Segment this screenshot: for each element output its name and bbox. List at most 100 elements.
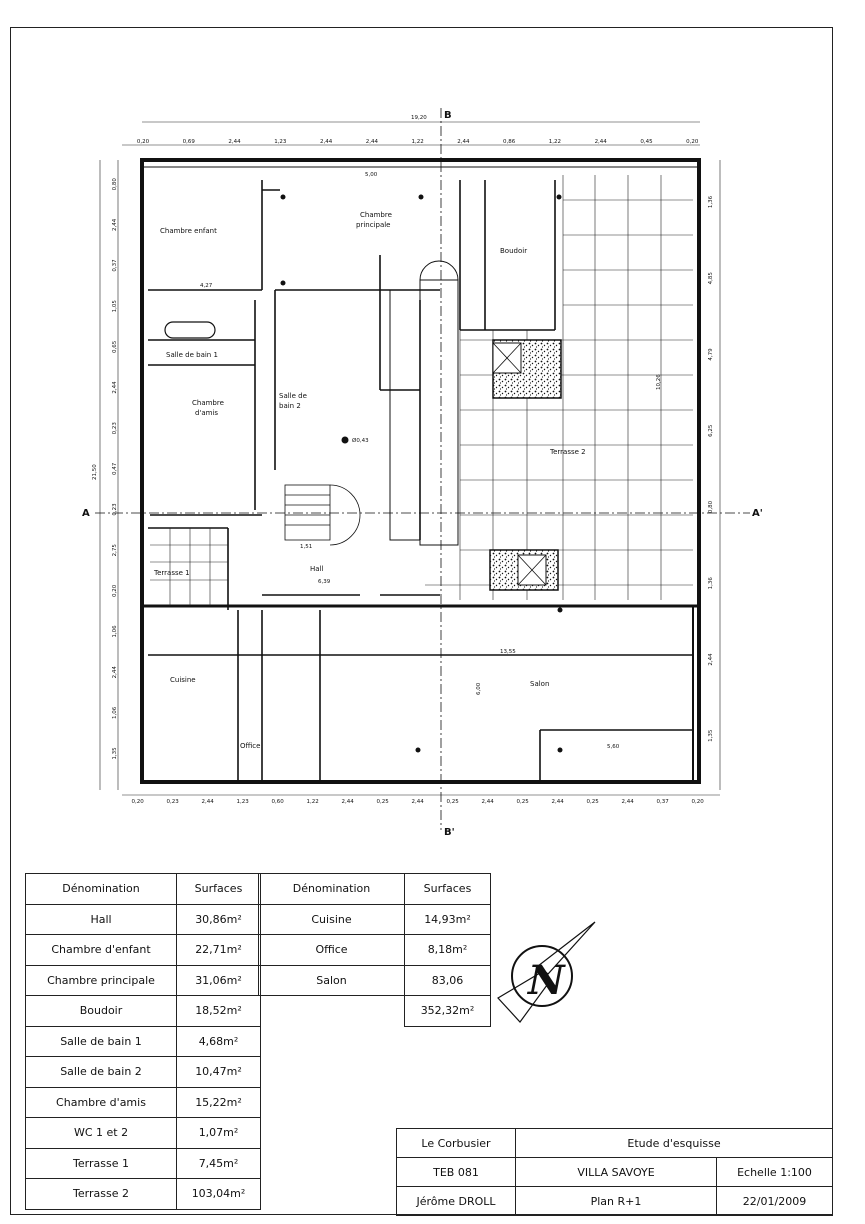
dimension-label: 2,44 xyxy=(595,139,608,145)
room-salon: Salon xyxy=(530,680,549,688)
dim-terrasse2-height: 10,26 xyxy=(656,374,662,390)
dimension-label: 2,44 xyxy=(412,799,425,805)
denomination-cell: Terrasse 1 xyxy=(25,1147,177,1179)
dimension-label: 2,44 xyxy=(228,139,241,145)
surface-cell: 1,07m² xyxy=(176,1117,261,1149)
room-chambre-principale-line1: Chambre xyxy=(360,211,392,219)
dim-column-diameter: Ø0,43 xyxy=(352,437,369,444)
section-axes xyxy=(95,108,750,830)
dimension-label: 0,20 xyxy=(112,584,118,597)
dimension-label: 0,23 xyxy=(112,503,118,516)
room-boudoir: Boudoir xyxy=(500,247,527,255)
title-architect: Le Corbusier xyxy=(396,1128,516,1158)
room-hall: Hall xyxy=(310,565,323,573)
dimension-label: 0,45 xyxy=(640,139,653,145)
surface-cell: 7,45m² xyxy=(176,1147,261,1179)
surface-cell: 14,93m² xyxy=(404,903,491,935)
dimension-label: 1,06 xyxy=(112,625,118,638)
dimension-label: 0,65 xyxy=(112,340,118,353)
denomination-cell: Dénomination xyxy=(25,873,177,905)
denomination-cell: Chambre d'amis xyxy=(25,1086,177,1118)
section-a-label: A xyxy=(82,508,90,519)
title-project: VILLA SAVOYE xyxy=(515,1157,717,1187)
surface-cell: 4,68m² xyxy=(176,1025,261,1057)
denomination-cell: Office xyxy=(258,934,405,966)
dim-hall-width: 6,39 xyxy=(318,579,331,585)
empty-cell xyxy=(258,995,405,1026)
dimension-label: 0,37 xyxy=(112,259,118,272)
dimension-lines xyxy=(99,121,721,796)
title-study: Etude d'esquisse xyxy=(515,1128,833,1158)
surface-cell: 18,52m² xyxy=(176,995,261,1027)
dimension-label: 0,25 xyxy=(517,799,530,805)
dimension-label: 0,25 xyxy=(447,799,460,805)
dimension-label: 0,20 xyxy=(686,139,699,145)
denomination-cell: Hall xyxy=(25,903,177,935)
spiral-stair xyxy=(284,484,361,546)
surface-cell: 15,22m² xyxy=(176,1086,261,1118)
dimension-label: 2,44 xyxy=(622,799,635,805)
dimension-label: 2,44 xyxy=(202,799,215,805)
right-dimension-chain: 1,364,854,796,250,801,362,441,35 xyxy=(708,195,714,741)
dim-salon-width: 13,55 xyxy=(500,649,516,655)
room-salle-de-bain-2-line1: Salle de xyxy=(279,392,307,400)
ramp xyxy=(389,260,459,546)
dimension-label: 0,47 xyxy=(112,462,118,475)
denomination-cell: Cuisine xyxy=(258,903,405,935)
dimension-label: 1,22 xyxy=(412,139,424,145)
dimension-label: 1,23 xyxy=(237,799,250,805)
room-salle-de-bain-2-line2: bain 2 xyxy=(279,402,301,410)
dimension-label: 2,44 xyxy=(552,799,565,805)
dimension-label: 4,85 xyxy=(708,272,714,285)
dimension-label: 0,80 xyxy=(708,500,714,513)
dimension-label: 2,44 xyxy=(342,799,355,805)
surface-cell: 10,47m² xyxy=(176,1056,261,1088)
dimension-label: 2,44 xyxy=(320,139,333,145)
title-block: Le Corbusier Etude d'esquisse TEB 081 VI… xyxy=(396,1128,833,1216)
dimension-label: 2,75 xyxy=(112,544,118,557)
dimension-label: 0,86 xyxy=(503,139,516,145)
section-a-prime-label: A' xyxy=(752,508,763,519)
room-chambre-enfant: Chambre enfant xyxy=(160,227,217,235)
surface-cell: 30,86m² xyxy=(176,903,261,935)
dim-stair-width: 1,51 xyxy=(300,544,312,550)
dimension-label: 0,20 xyxy=(132,799,145,805)
dimension-label: 1,36 xyxy=(708,195,714,208)
title-sheet: Plan R+1 xyxy=(515,1186,717,1216)
room-office: Office xyxy=(240,742,260,750)
table-row: 352,32m² xyxy=(258,995,491,1027)
room-chambre-amis-line1: Chambre xyxy=(192,399,224,407)
room-chambre-principale-line2: principale xyxy=(356,221,390,229)
dimension-label: 1,22 xyxy=(307,799,319,805)
outer-walls xyxy=(140,158,701,784)
room-salle-de-bain-1: Salle de bain 1 xyxy=(166,351,218,359)
columns xyxy=(280,194,563,753)
total-surface-cell: 352,32m² xyxy=(404,995,491,1027)
left-dimension-chain: 0,802,440,371,050,652,440,230,470,232,75… xyxy=(112,178,118,760)
dimension-label: 0,25 xyxy=(377,799,390,805)
dimension-label: 0,80 xyxy=(112,178,118,191)
dimension-label: 2,44 xyxy=(112,666,118,679)
surface-cell: 31,06m² xyxy=(176,964,261,996)
room-cuisine: Cuisine xyxy=(170,676,196,684)
bottom-dimension-chain: 0,20 0,23 2,44 1,23 0,60 1,22 2,44 0,25 2,44 0,25… xyxy=(132,799,705,805)
dimension-label: 1,05 xyxy=(112,300,118,313)
dimension-label: 1,35 xyxy=(708,729,714,742)
dimension-label: 1,23 xyxy=(274,139,287,145)
dimension-label: 0,60 xyxy=(272,799,285,805)
room-terrasse-2: Terrasse 2 xyxy=(549,448,586,456)
dimension-label: 1,06 xyxy=(112,706,118,719)
dimension-label: 0,23 xyxy=(167,799,180,805)
dimension-label: 6,25 xyxy=(708,424,714,437)
terrace-2-grid xyxy=(425,175,693,600)
